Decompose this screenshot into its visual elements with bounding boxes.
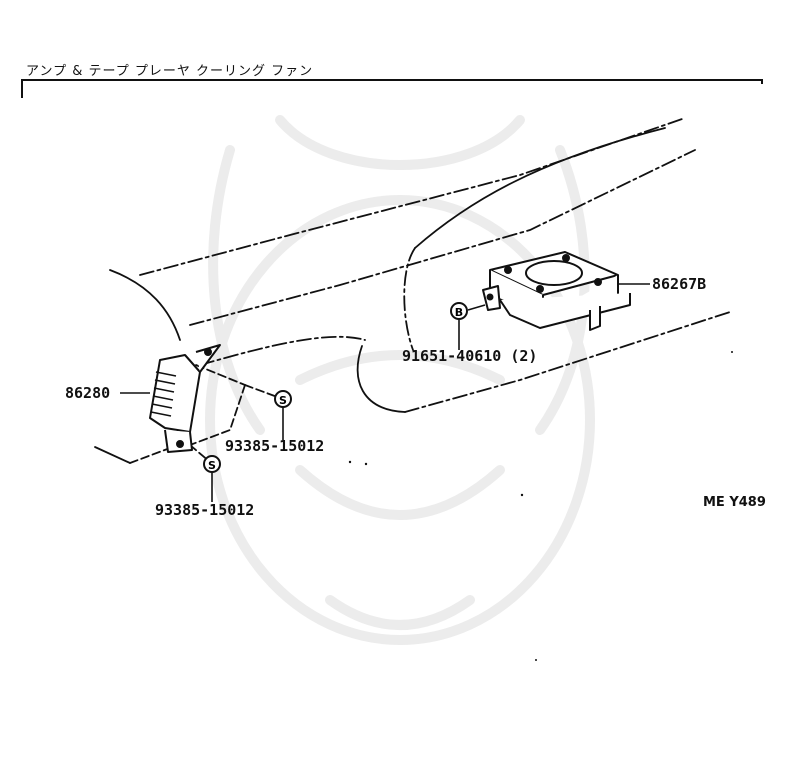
figure-code: ME Y489: [703, 495, 766, 510]
bolt-symbol: B: [450, 302, 468, 320]
callout-93385-15012-b: 93385-15012: [155, 501, 255, 519]
amplifier-86267B: [482, 251, 631, 331]
leader-bolt-arrow: [467, 304, 486, 311]
leader-lines: [120, 283, 650, 502]
stray-marks: [348, 351, 733, 661]
callout-86280: 86280: [65, 384, 111, 402]
header-bracket: [21, 79, 763, 98]
callout-91651-40610: 91651-40610 (2): [402, 347, 538, 365]
svg-text:S: S: [208, 459, 216, 472]
watermark-logo: [205, 115, 595, 645]
svg-text:B: B: [455, 306, 463, 319]
screw-symbol-b: S: [203, 455, 221, 473]
vehicle-body-outline: [94, 117, 731, 464]
callout-86267B: 86267B: [652, 275, 707, 293]
screw-symbol-a: S: [274, 390, 292, 408]
callout-93385-15012-a: 93385-15012: [225, 437, 325, 455]
svg-text:S: S: [279, 394, 287, 407]
cooling-fan-duct-86280: [149, 344, 221, 453]
diagram-title: アンプ & テープ プレーヤ クーリング ファン: [26, 64, 314, 79]
